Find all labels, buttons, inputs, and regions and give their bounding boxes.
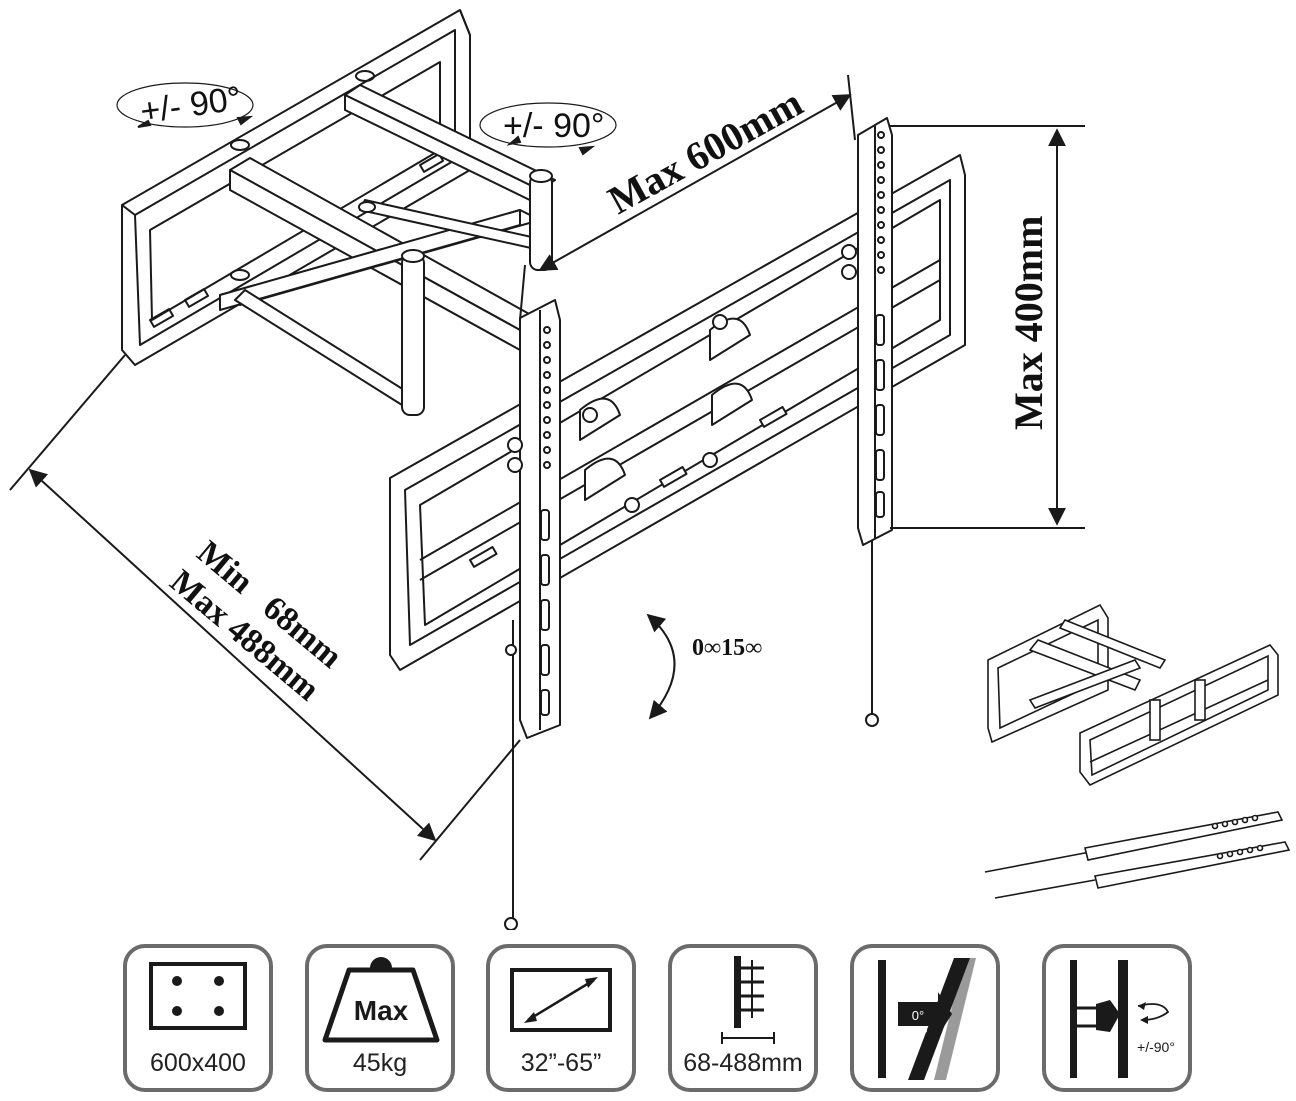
tilt-icon: 0° 15° xyxy=(878,958,976,1080)
screen-size-label: 32”-65” xyxy=(520,1049,602,1077)
assembly-preview xyxy=(987,603,1279,787)
tilt-label: 0∞15∞ xyxy=(692,635,762,661)
vesa-vertical-label: Max 400mm xyxy=(1006,216,1051,430)
feature-icons-row: 600x400 Max 45kg 32”-65” xyxy=(0,938,1296,1098)
swivel-card: +/-90° xyxy=(1042,944,1192,1092)
max-weight-card: Max 45kg xyxy=(305,944,455,1092)
vesa-horizontal-label: Max 600mm xyxy=(601,80,810,223)
wall-distance-card: 68-488mm xyxy=(668,944,818,1092)
spare-brackets xyxy=(984,811,1291,899)
tilt-top-text: 0° xyxy=(912,1008,924,1023)
rotation-label-left: +/- 90° xyxy=(138,79,244,131)
screen-size-icon xyxy=(510,968,612,1032)
tilt-bottom-text: 15° xyxy=(908,1026,928,1041)
swivel-icon: +/-90° xyxy=(1070,960,1175,1078)
weight-max-text: Max xyxy=(354,995,409,1026)
max-weight-icon: Max xyxy=(322,957,440,1043)
wall-mount-diagram: +/- 90° +/- 90° Max 600mm Max 400mm Min … xyxy=(9,9,1291,930)
left-vertical-bracket xyxy=(504,299,561,930)
vesa-label: 600x400 xyxy=(150,1049,246,1077)
vesa-pattern-card: 600x400 xyxy=(123,944,273,1092)
wall-distance-label: 68-488mm xyxy=(683,1049,803,1077)
right-vertical-bracket xyxy=(841,117,893,727)
rotation-label-right: +/- 90° xyxy=(503,107,605,145)
wall-distance-icon xyxy=(721,956,775,1044)
swivel-text: +/-90° xyxy=(1137,1039,1175,1055)
articulating-arms xyxy=(219,84,556,416)
vesa-pattern-icon xyxy=(149,962,247,1030)
weight-label: 45kg xyxy=(352,1049,408,1077)
screen-size-card: 32”-65” xyxy=(486,944,636,1092)
dimension-lines xyxy=(9,74,1085,861)
tilt-card: 0° 15° xyxy=(850,944,1000,1092)
